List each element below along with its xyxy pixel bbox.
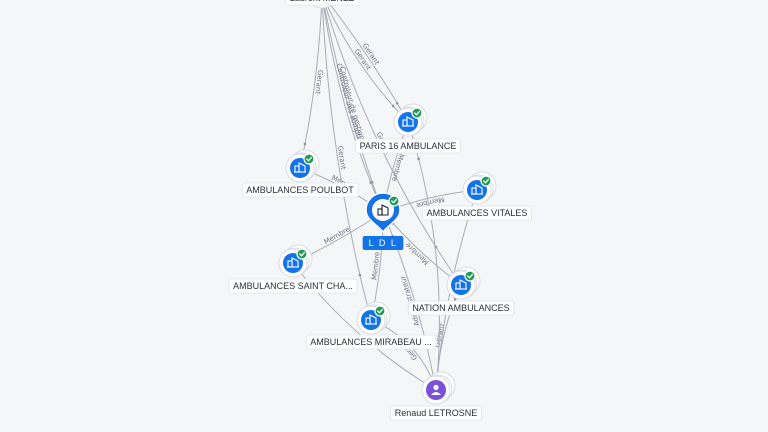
- building-icon: [294, 162, 306, 173]
- node-disc: [283, 253, 303, 273]
- edge-label: Gerant: [336, 145, 348, 170]
- building-icon: [365, 314, 377, 325]
- edge-label: Gerant: [313, 70, 324, 95]
- node-disc: [361, 310, 381, 330]
- building-icon: [377, 204, 389, 216]
- edge-arrow: [303, 142, 307, 146]
- edge-line: [407, 121, 440, 391]
- person-icon: [431, 384, 441, 395]
- building-icon: [287, 257, 299, 268]
- verified-check-icon: [303, 153, 315, 165]
- node-label-bg: [241, 182, 359, 198]
- graph-node-poulbot[interactable]: AMBULANCES POULBOT: [241, 149, 359, 198]
- nodes-layer: Laurent MENEZ PARIS 16 AMBULANCE AMBULANCE…: [228, 0, 532, 421]
- building-icon: [471, 184, 483, 195]
- focus-node[interactable]: L D L: [362, 192, 404, 250]
- edge[interactable]: Gerant: [322, 0, 409, 123]
- edge-line: [324, 0, 409, 123]
- node-label: AMBULANCES VITALES: [427, 208, 528, 218]
- edge-label: Membre: [370, 251, 381, 280]
- node-label: Renaud LETROSNE: [395, 408, 478, 418]
- node-label-bg: [285, 0, 360, 6]
- graph-node-renaud[interactable]: Renaud LETROSNE: [390, 371, 482, 421]
- edge-label: Membre: [390, 153, 405, 183]
- edge-label: Membre: [404, 241, 431, 267]
- edge-arrow: [369, 181, 373, 184]
- graph-node-mirabeau[interactable]: AMBULANCES MIRABEAU ...: [305, 301, 437, 350]
- graph-node-vitales[interactable]: AMBULANCES VITALES: [422, 171, 532, 221]
- edge-line: [326, 0, 409, 123]
- edge-label-text: Membre: [390, 153, 405, 183]
- edge-line: [322, 0, 384, 213]
- graph-node-paris16[interactable]: PARIS 16 AMBULANCE: [355, 103, 461, 154]
- node-disc: [290, 158, 310, 178]
- edge-line: [299, 0, 323, 169]
- node-label: AMBULANCES MIRABEAU ...: [310, 337, 432, 347]
- edge-arrow: [417, 157, 420, 161]
- node-label-bg: [228, 278, 358, 294]
- edge[interactable]: Gerant: [299, 0, 324, 169]
- building-icon: [455, 279, 467, 290]
- edge-line: [382, 211, 437, 391]
- node-disc: [451, 275, 471, 295]
- edge-label-text: Gerant: [313, 70, 324, 95]
- verified-check-icon: [374, 305, 386, 317]
- node-label: Laurent MENEZ: [290, 0, 355, 3]
- edge-label-text: Gerant: [336, 145, 348, 170]
- node-label: AMBULANCES SAINT CHA...: [233, 281, 353, 291]
- graph-node-saintcha[interactable]: AMBULANCES SAINT CHA...: [228, 244, 358, 294]
- node-label-bg: [422, 205, 532, 221]
- node-label-bg: [407, 300, 515, 316]
- edge-line: [322, 0, 384, 213]
- edge[interactable]: Gerant: [321, 0, 372, 321]
- graph-node-nation[interactable]: NATION AMBULANCES: [407, 266, 515, 316]
- node-label-bg: [390, 405, 482, 421]
- edge-label-text: Membre: [370, 251, 381, 280]
- edge-arrow: [358, 273, 362, 277]
- node-label-bg: [305, 334, 437, 350]
- node-label: PARIS 16 AMBULANCE: [360, 141, 457, 151]
- focus-label-bg: [362, 236, 404, 250]
- focus-label: L D L: [369, 238, 398, 248]
- node-disc: [467, 180, 487, 200]
- edge[interactable]: [407, 121, 440, 391]
- verified-check-icon: [296, 248, 308, 260]
- edge-line: [321, 0, 372, 321]
- verified-check-icon: [480, 175, 492, 187]
- graph-node-laurent[interactable]: Laurent MENEZ: [285, 0, 360, 9]
- edge-label-text: Membre: [323, 225, 352, 246]
- edge-arrow: [395, 101, 399, 105]
- edge-label: Membre: [323, 225, 352, 246]
- edge-label-text: Membre: [404, 241, 431, 267]
- edge-arrow: [391, 104, 395, 108]
- verified-check-icon: [464, 270, 476, 282]
- verified-check-icon: [388, 195, 400, 207]
- building-icon: [402, 116, 414, 127]
- node-label: AMBULANCES POULBOT: [246, 185, 354, 195]
- verified-check-icon: [411, 107, 423, 119]
- node-label: NATION AMBULANCES: [412, 303, 509, 313]
- node-disc: [398, 112, 418, 132]
- node-label-bg: [355, 138, 461, 154]
